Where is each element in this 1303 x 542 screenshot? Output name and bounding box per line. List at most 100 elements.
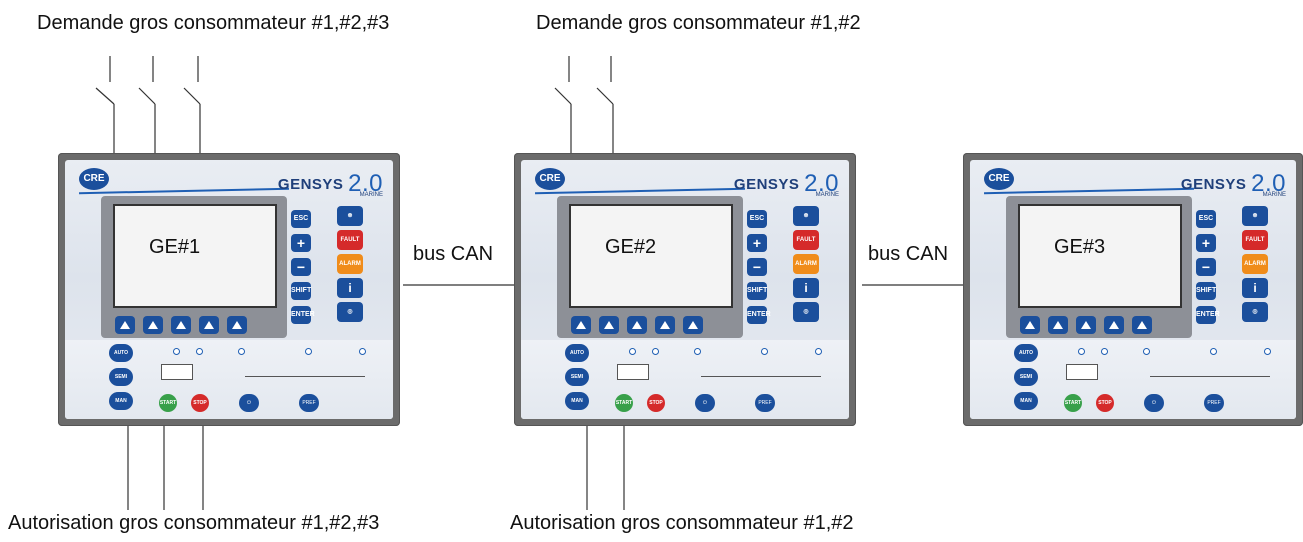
function-key-2[interactable] [599,316,619,334]
function-key-5[interactable] [1132,316,1152,334]
status-keys: ⊗ FAULT ALARM i ◎ [1242,206,1268,326]
function-key-5[interactable] [683,316,703,334]
man-button[interactable]: MAN [1014,392,1038,410]
function-key-4[interactable] [655,316,675,334]
shift-button[interactable]: SHIFT [747,282,767,300]
function-key-2[interactable] [1048,316,1068,334]
plus-button[interactable]: + [747,234,767,252]
breaker-button[interactable]: ⏻ [1144,394,1164,412]
preference-led [305,348,312,355]
alarm-button[interactable]: ALARM [793,254,819,274]
generator-supply-led [1101,348,1108,355]
start-button[interactable]: START [159,394,177,412]
lamp-test-icon[interactable]: ◎ [1242,302,1268,322]
demand-caption-unit-1: Demande gros consommateur #1,#2,#3 [37,12,390,34]
brand-swoosh [984,187,1194,195]
enter-button[interactable]: ENTER [747,306,771,324]
generator-supply-led [196,348,203,355]
function-key-4[interactable] [1104,316,1124,334]
engine-running-led [629,348,636,355]
pref-button[interactable]: PREF [755,394,775,412]
stop-button[interactable]: STOP [1096,394,1114,412]
esc-button[interactable]: ESC [1196,210,1216,228]
cb-closed-led [1143,348,1150,355]
horn-mute-icon[interactable]: ⊗ [793,206,819,226]
horn-mute-icon[interactable]: ⊗ [1242,206,1268,226]
alarm-button[interactable]: ALARM [337,254,363,274]
minus-button[interactable]: − [1196,258,1216,276]
preference-led [1210,348,1217,355]
info-button[interactable]: i [1242,278,1268,298]
enter-button[interactable]: ENTER [1196,306,1220,324]
start-button[interactable]: START [1064,394,1082,412]
generator-mimic-icon [617,364,649,380]
stop-button[interactable]: STOP [191,394,209,412]
function-key-3[interactable] [171,316,191,334]
pref-button[interactable]: PREF [1204,394,1224,412]
function-key-2[interactable] [143,316,163,334]
function-key-4[interactable] [199,316,219,334]
function-keys [571,316,703,334]
display-bezel: GE#1 [101,196,287,338]
gensys-controller-1: CRE GENSYS 2.0 MARINE GE#1 ESC + − SHIFT [58,153,400,426]
generator-mimic-icon [1066,364,1098,380]
generator-supply-led [652,348,659,355]
brand-variant: MARINE [1262,192,1286,198]
semi-auto-button[interactable]: SEMI AUTO [1014,368,1038,398]
lamp-test-icon[interactable]: ◎ [793,302,819,322]
minus-button[interactable]: − [747,258,767,276]
brand-title: GENSYS 2.0 [277,170,383,197]
authorization-caption-unit-1: Autorisation gros consommateur #1,#2,#3 [8,512,380,534]
engine-running-led [1078,348,1085,355]
shift-button[interactable]: SHIFT [1196,282,1216,300]
auto-button[interactable]: AUTO [109,344,133,362]
engine-running-led [173,348,180,355]
plus-button[interactable]: + [1196,234,1216,252]
cre-logo: CRE [79,168,109,190]
horn-mute-icon[interactable]: ⊗ [337,206,363,226]
screen-label: GE#3 [1054,236,1106,258]
nav-keys: ESC + − SHIFT ENTER [291,210,315,330]
shift-button[interactable]: SHIFT [291,282,311,300]
busbar-line [701,376,821,377]
stop-button[interactable]: STOP [647,394,665,412]
lamp-test-icon[interactable]: ◎ [337,302,363,322]
brand-swoosh [79,187,289,195]
function-key-1[interactable] [115,316,135,334]
man-button[interactable]: MAN [109,392,133,410]
control-panel: AUTO SEMI AUTO MAN START STOP ⏻ PREF [970,340,1296,419]
minus-button[interactable]: − [291,258,311,276]
authorization-caption-unit-2: Autorisation gros consommateur #1,#2 [510,512,854,534]
breaker-button[interactable]: ⏻ [239,394,259,412]
function-key-5[interactable] [227,316,247,334]
alarm-button[interactable]: ALARM [1242,254,1268,274]
semi-auto-button[interactable]: SEMI AUTO [109,368,133,398]
semi-auto-button[interactable]: SEMI AUTO [565,368,589,398]
auto-button[interactable]: AUTO [1014,344,1038,362]
start-button[interactable]: START [615,394,633,412]
function-key-3[interactable] [1076,316,1096,334]
auto-button[interactable]: AUTO [565,344,589,362]
busbar-line [245,376,365,377]
display-bezel: GE#3 [1006,196,1192,338]
function-key-1[interactable] [571,316,591,334]
cre-logo: CRE [535,168,565,190]
plus-button[interactable]: + [291,234,311,252]
breaker-button[interactable]: ⏻ [695,394,715,412]
enter-button[interactable]: ENTER [291,306,315,324]
info-button[interactable]: i [793,278,819,298]
info-button[interactable]: i [337,278,363,298]
fault-button[interactable]: FAULT [1242,230,1268,250]
brand-title: GENSYS 2.0 [733,170,839,197]
display-bezel: GE#2 [557,196,743,338]
function-key-1[interactable] [1020,316,1040,334]
man-button[interactable]: MAN [565,392,589,410]
fault-button[interactable]: FAULT [793,230,819,250]
function-key-3[interactable] [627,316,647,334]
screen-label: GE#2 [605,236,657,258]
pref-button[interactable]: PREF [299,394,319,412]
fault-button[interactable]: FAULT [337,230,363,250]
esc-button[interactable]: ESC [747,210,767,228]
esc-button[interactable]: ESC [291,210,311,228]
